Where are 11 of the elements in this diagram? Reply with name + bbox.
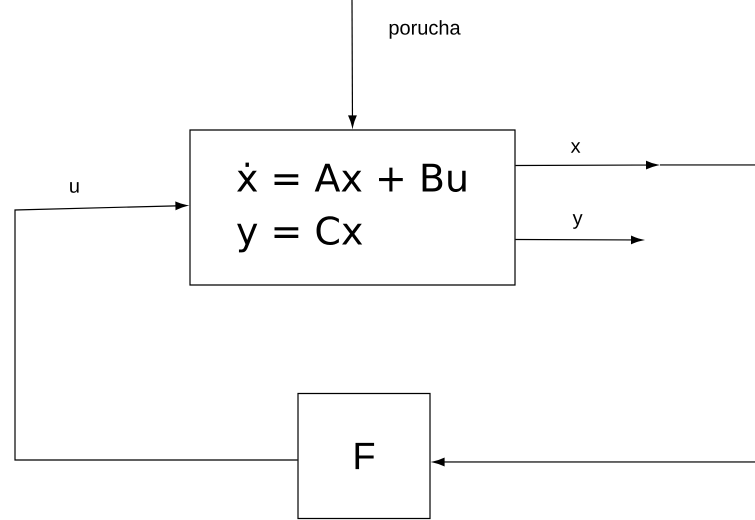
edge-label: x [570, 141, 582, 154]
edge-label: u [68, 181, 81, 194]
arrow [348, 0, 357, 128]
edge-label: porucha [387, 19, 462, 40]
controller-box: F [297, 392, 431, 520]
arrow [516, 236, 643, 244]
equation-box: ẋ = Ax + Bu y = Cx [189, 129, 516, 286]
arrow [14, 202, 298, 461]
arrow [516, 160, 658, 170]
arrow [432, 458, 755, 466]
edge-label: y [572, 213, 584, 230]
